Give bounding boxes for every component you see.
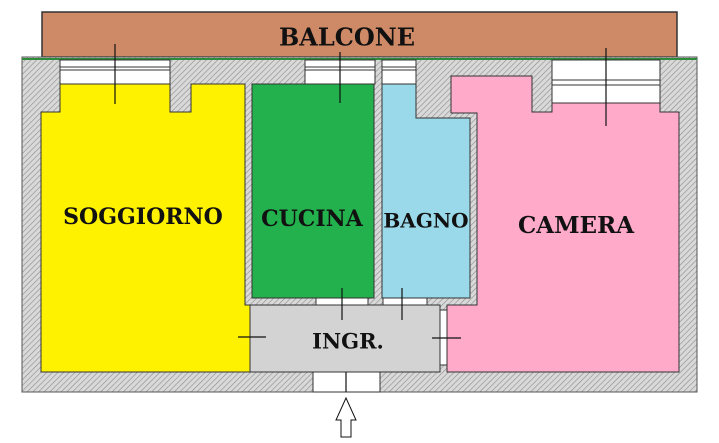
up-arrow-icon	[335, 396, 357, 438]
label-ingresso: INGR.	[312, 329, 384, 354]
label-soggiorno: SOGGIORNO	[63, 204, 223, 230]
room-camera	[446, 75, 680, 373]
label-balcone: BALCONE	[279, 23, 415, 52]
room-soggiorno	[40, 83, 251, 373]
room-balcone	[41, 11, 678, 58]
label-camera: CAMERA	[518, 212, 635, 239]
marker-lines	[114, 44, 607, 392]
label-cucina: CUCINA	[261, 206, 364, 232]
room-cucina	[251, 83, 375, 299]
room-bagno	[381, 83, 471, 299]
label-bagno: BAGNO	[383, 209, 468, 233]
